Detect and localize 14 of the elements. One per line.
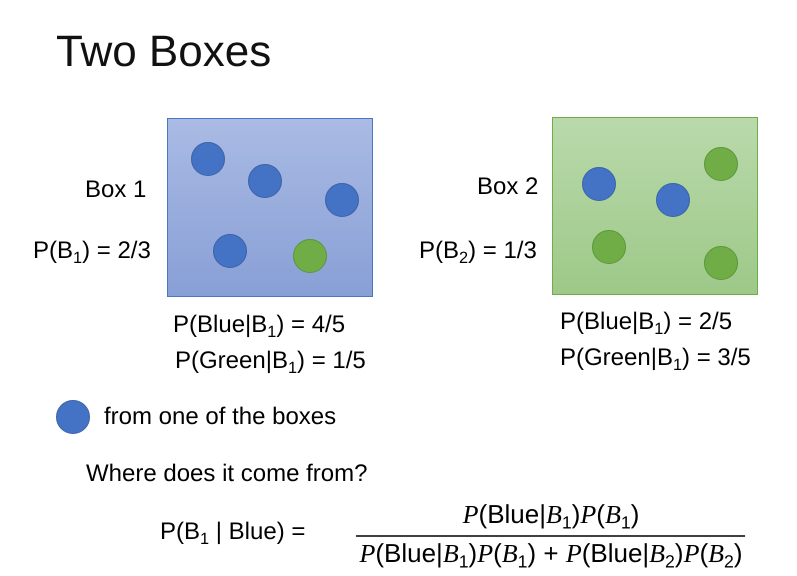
fraction-numerator: P(Blue|B$_{1}$)P(B$_{1}$) [462,499,640,530]
probability-label: P(Green|B$_{1}$) = 1/5 [175,347,366,375]
fraction-denominator: P(Blue|B$_{1}$)P(B$_{1}$) + P(Blue|B$_{2}$)P(B$_{2}$) [359,538,743,569]
probability-label: P(B$_{1}$) = 2/3 [33,237,151,265]
box-label: Box 2 [477,173,538,201]
probability-label: P(B$_{2}$) = 1/3 [419,237,537,265]
description-text: from one of the boxes [104,403,336,431]
probability-label: P(Blue|B$_{1}$) = 2/5 [560,308,732,336]
title: Two Boxes [56,30,272,74]
box-label: Box 1 [85,176,146,204]
question-text: Where does it come from? [86,460,368,488]
equation-left-side: P(B$_{1}$ | Blue) = [160,518,306,546]
probability-label: P(Green|B$_{1}$) = 3/5 [560,344,751,372]
probability-label: P(Blue|B$_{1}$) = 4/5 [173,311,346,339]
